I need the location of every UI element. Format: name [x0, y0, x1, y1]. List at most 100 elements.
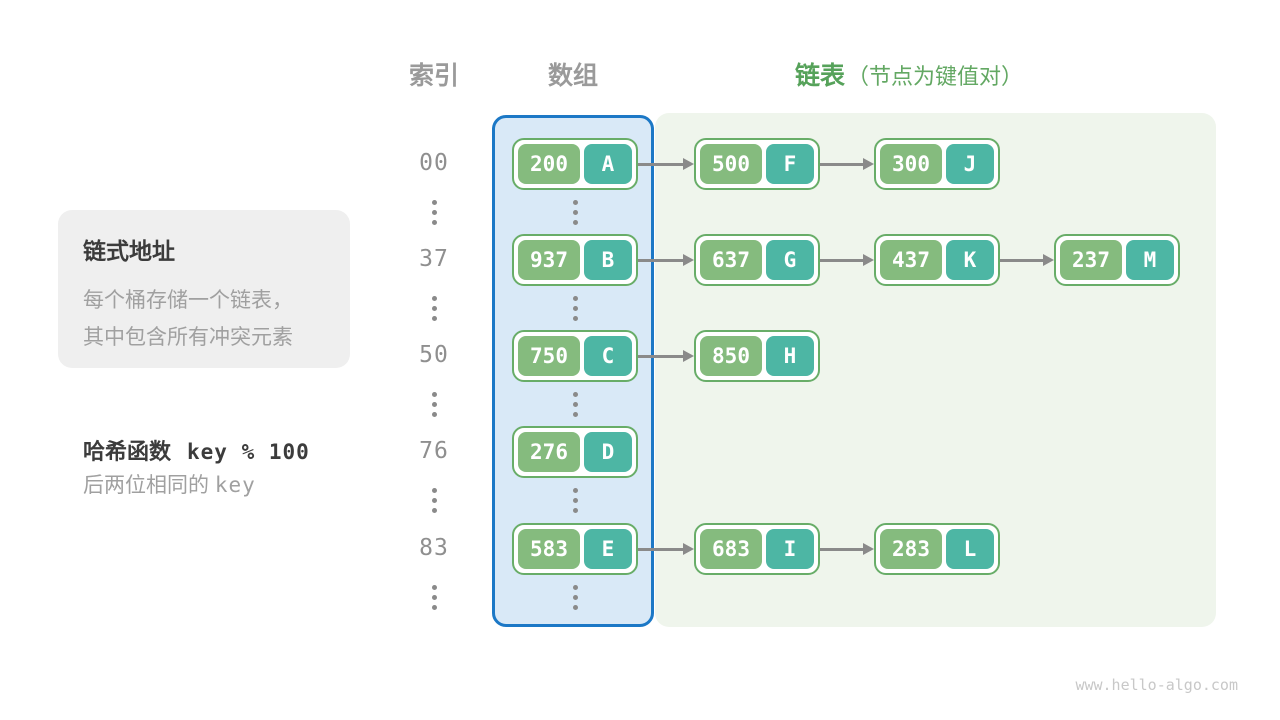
node-key-cell: 283 — [880, 529, 942, 569]
linked-list-header-note: （节点为键值对） — [847, 64, 1024, 89]
dot — [431, 200, 437, 205]
row-index-label: 76 — [419, 438, 449, 464]
node-key-cell: 583 — [518, 529, 580, 569]
linked-list-column-header: 链表 （节点为键值对） — [795, 56, 1023, 92]
arrow — [820, 547, 865, 551]
node-value-cell: C — [584, 336, 632, 376]
node-value-cell: A — [584, 144, 632, 184]
dot — [572, 605, 578, 610]
array-column-header: 数组 — [547, 62, 598, 90]
row-index-label: 83 — [419, 535, 449, 561]
hash-note-line-code: key — [214, 473, 256, 497]
node-key-cell: 637 — [700, 240, 762, 280]
dot — [431, 402, 437, 407]
ellipsis-dots — [431, 200, 437, 225]
dot — [572, 306, 578, 311]
arrow — [638, 354, 685, 358]
node-value-cell: M — [1126, 240, 1174, 280]
ellipsis-dots — [431, 296, 437, 321]
node-value-cell: I — [766, 529, 814, 569]
hash-function-formula: key % 100 — [187, 440, 310, 464]
node-value-cell: J — [946, 144, 994, 184]
dot — [431, 412, 437, 417]
dot — [572, 585, 578, 590]
dot — [572, 220, 578, 225]
node-value-cell: K — [946, 240, 994, 280]
node-value-cell: E — [584, 529, 632, 569]
dot — [431, 210, 437, 215]
ellipsis-dots — [572, 200, 578, 225]
dot — [572, 595, 578, 600]
dot — [431, 508, 437, 513]
ellipsis-dots — [572, 296, 578, 321]
node-value-cell: B — [584, 240, 632, 280]
hash-function-title: 哈希函数 key % 100 — [83, 434, 310, 466]
node-key-cell: 500 — [700, 144, 762, 184]
arrow-head-icon — [683, 543, 694, 555]
dot — [431, 306, 437, 311]
node-key-cell: 237 — [1060, 240, 1122, 280]
ellipsis-dots — [572, 392, 578, 417]
dot — [572, 316, 578, 321]
dot — [572, 210, 578, 215]
dot — [431, 220, 437, 225]
arrow-head-icon — [863, 254, 874, 266]
arrow — [1000, 258, 1045, 262]
arrow-head-icon — [863, 158, 874, 170]
chaining-note-box: 链式地址 每个桶存储一个链表， 其中包含所有冲突元素 — [58, 210, 350, 368]
arrow-head-icon — [863, 543, 874, 555]
ellipsis-dots — [572, 585, 578, 610]
row-index-label: 50 — [419, 342, 449, 368]
dot — [572, 392, 578, 397]
arrow-head-icon — [683, 254, 694, 266]
node-key-cell: 750 — [518, 336, 580, 376]
note-box-title: 链式地址 — [83, 238, 175, 264]
dot — [572, 296, 578, 301]
hash-note-line: 后两位相同的 key — [83, 466, 310, 505]
dot — [431, 595, 437, 600]
row-index-label: 00 — [419, 150, 449, 176]
arrow — [820, 258, 865, 262]
ellipsis-dots — [431, 392, 437, 417]
node-key-cell: 437 — [880, 240, 942, 280]
arrow — [638, 258, 685, 262]
node-value-cell: L — [946, 529, 994, 569]
node-value-cell: H — [766, 336, 814, 376]
note-box-line: 其中包含所有冲突元素 — [83, 326, 293, 349]
node-value-cell: G — [766, 240, 814, 280]
hash-note-line-text: 后两位相同的 — [83, 474, 209, 497]
index-column-header: 索引 — [408, 62, 459, 90]
arrow-head-icon — [683, 350, 694, 362]
dot — [431, 605, 437, 610]
dot — [431, 488, 437, 493]
dot — [572, 498, 578, 503]
arrow-head-icon — [683, 158, 694, 170]
arrow — [638, 162, 685, 166]
node-key-cell: 850 — [700, 336, 762, 376]
ellipsis-dots — [572, 488, 578, 513]
row-index-label: 37 — [419, 246, 449, 272]
note-box-line: 每个桶存储一个链表， — [83, 289, 293, 312]
node-key-cell: 683 — [700, 529, 762, 569]
hash-function-note: 哈希函数 key % 100 后两位相同的 key — [83, 434, 310, 505]
dot — [431, 316, 437, 321]
node-key-cell: 937 — [518, 240, 580, 280]
node-key-cell: 276 — [518, 432, 580, 472]
dot — [572, 508, 578, 513]
dot — [572, 412, 578, 417]
dot — [572, 402, 578, 407]
node-key-cell: 300 — [880, 144, 942, 184]
dot — [431, 392, 437, 397]
